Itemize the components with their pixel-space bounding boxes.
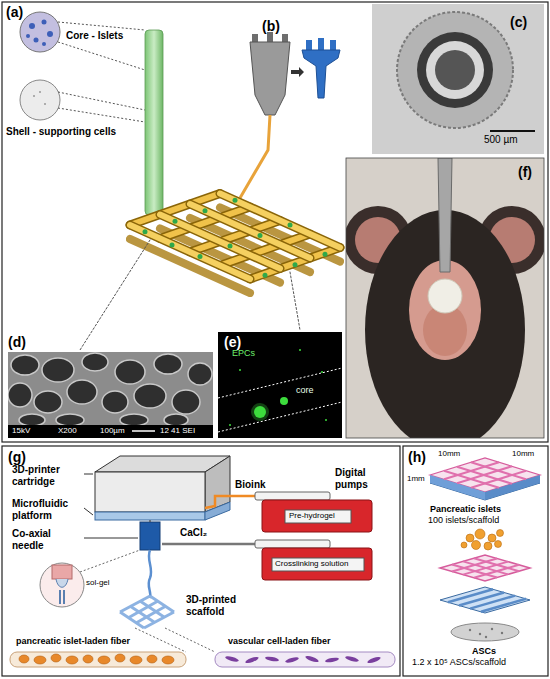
quantity-label: 1.2 x 10⁵ ASCs/scaffold [412,657,506,667]
part-label: Digital pumps [335,467,395,490]
part-label: Bioink [235,479,266,491]
panel-letter: (a) [6,4,23,20]
panel-letter: (c) [510,14,527,30]
pump-display-text: Crosslinking solution [275,559,348,568]
dimension-label: 10mm [438,449,460,458]
bioprinting-setup [10,456,395,667]
part-label: CaCl₂ [180,527,207,539]
part-label: sol-gel [86,578,110,587]
coaxial-nozzle-icon [302,38,340,98]
panel-letter: (f) [518,164,532,180]
mouse-photo [346,158,544,438]
fluorescence-image [218,332,342,438]
panel-letter: (h) [408,449,426,465]
sem-info: 12 41 SEI [160,426,195,435]
pump-display-text: Pre-hydrogel [289,511,335,520]
part-label: Microfluidic platform [12,498,84,521]
sem-info: X200 [58,426,77,435]
panel-letter: (b) [262,18,280,34]
part-label: Co-axial needle [12,528,84,551]
panel-letter: (g) [8,449,26,465]
fiber-cross-section-image [372,4,544,154]
dimension-label: 1mm [407,474,425,483]
panel-frame [403,446,548,676]
sem-image [8,352,213,438]
panel-letter: (e) [224,334,241,350]
scale-bar-label: 500 µm [484,134,518,146]
region-label: core [296,385,314,395]
cell-label: EPCs [232,348,255,358]
layered-scaffold-schematic [430,458,540,641]
sem-info: 15kV [12,426,30,435]
part-label: Shell - supporting cells [6,126,116,138]
part-label: Pancreatic islets [430,504,501,514]
panel-letter: (d) [8,334,26,350]
scaffold-lattice [80,194,340,351]
part-label: pancreatic islet-laden fiber [16,636,130,646]
part-label: ASCs [472,646,496,656]
part-label: 3D-printer cartridge [12,464,84,487]
dimension-label: 10mm [512,449,534,458]
part-label: Core - Islets [66,30,123,42]
core-shell-schematic [20,12,163,215]
sem-info: 100µm [100,426,125,435]
part-label: 3D-printed scaffold [186,594,266,617]
quantity-label: 100 islets/scaffold [428,515,499,525]
panel-frame [2,446,400,676]
printer-head [240,32,304,198]
part-label: vascular cell-laden fiber [228,636,331,646]
